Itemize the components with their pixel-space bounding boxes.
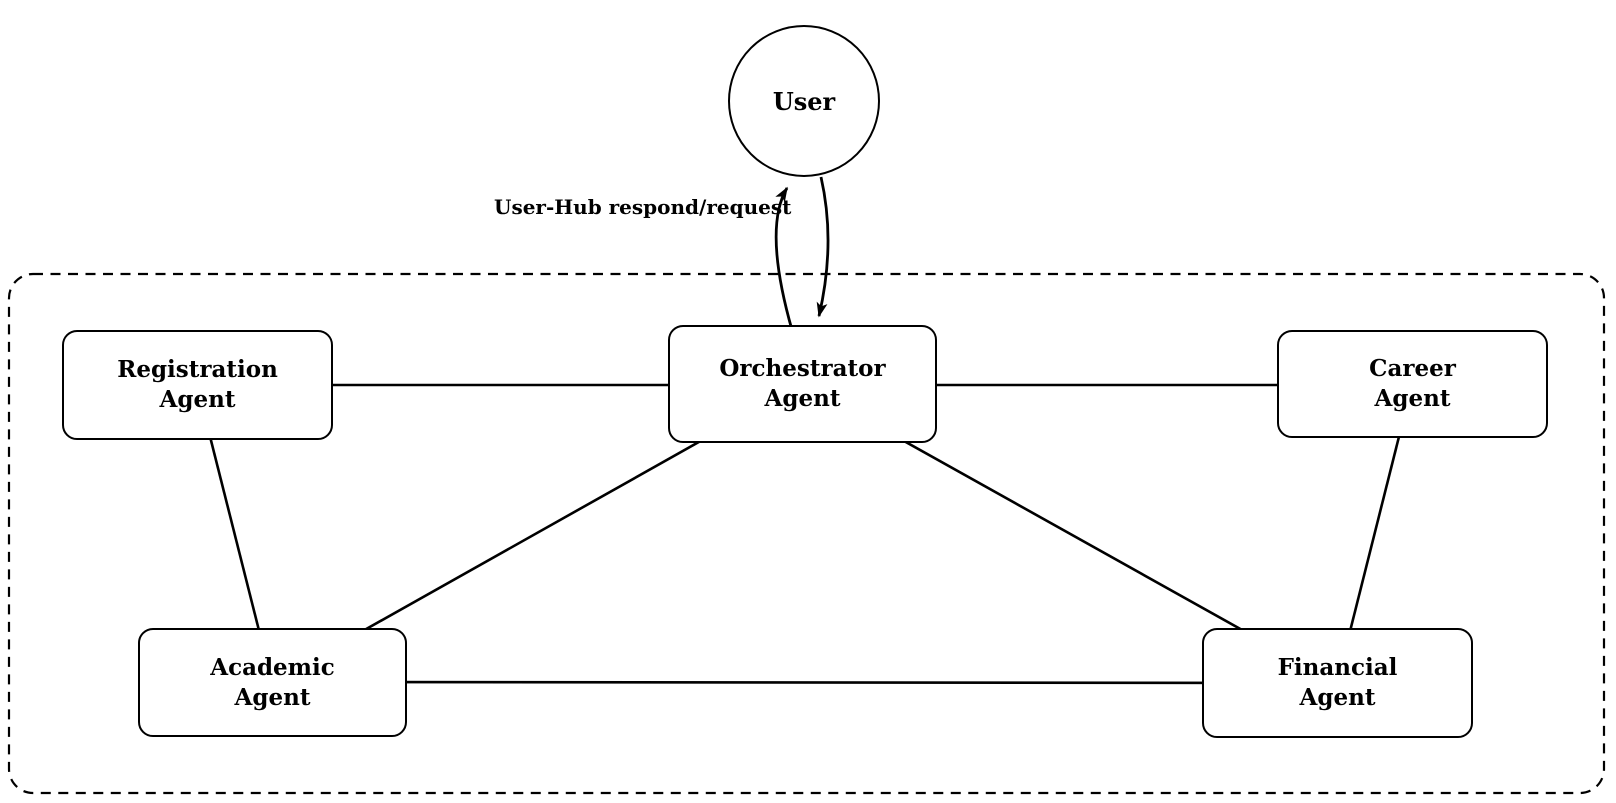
node-career-agent-label: Career Agent [1369, 355, 1456, 412]
hub-boundary [7, 272, 1606, 795]
node-orchestrator-agent-label: Orchestrator Agent [719, 355, 886, 412]
node-registration-agent-label: Registration Agent [117, 356, 278, 413]
node-academic-agent-label: Academic Agent [210, 653, 335, 711]
node-user-label: User [772, 86, 836, 116]
node-career-agent: Career Agent [1277, 330, 1548, 438]
node-academic-agent: Academic Agent [138, 628, 407, 737]
edge-academic-financial [271, 680, 1338, 685]
node-financial-agent-label: Financial Agent [1277, 654, 1398, 711]
edge-label-user-hub: User-Hub respond/request [494, 195, 792, 219]
node-orchestrator-agent: Orchestrator Agent [668, 325, 937, 443]
node-financial-agent: Financial Agent [1202, 628, 1473, 738]
node-registration-agent: Registration Agent [62, 330, 333, 440]
node-user: User [728, 25, 880, 177]
arrow-hub-to-user [774, 186, 794, 331]
arrow-user-to-hub [816, 176, 830, 318]
